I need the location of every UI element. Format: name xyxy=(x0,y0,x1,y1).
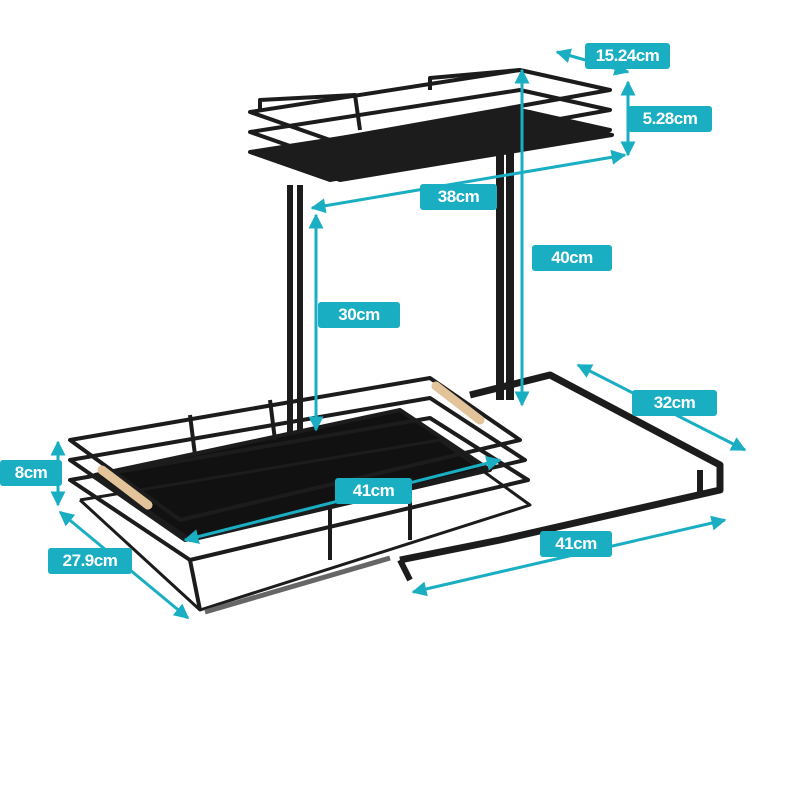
label-shelf-gap: 30cm xyxy=(318,302,400,328)
left-handle xyxy=(97,465,153,510)
label-tray-depth: 27.9cm xyxy=(48,548,132,574)
label-tray-height: 8cm xyxy=(0,460,62,486)
handles xyxy=(97,381,485,510)
label-top-depth: 15.24cm xyxy=(585,43,670,69)
label-base-width: 41cm xyxy=(540,531,612,557)
right-handle xyxy=(431,381,485,425)
label-top-height: 5.28cm xyxy=(628,106,712,132)
label-total-height: 40cm xyxy=(532,245,612,271)
label-tray-width: 41cm xyxy=(335,478,412,504)
arrow-top-width xyxy=(310,149,627,214)
organizer-rack xyxy=(68,68,724,615)
label-top-width: 38cm xyxy=(420,184,497,210)
label-base-depth: 32cm xyxy=(632,390,717,416)
